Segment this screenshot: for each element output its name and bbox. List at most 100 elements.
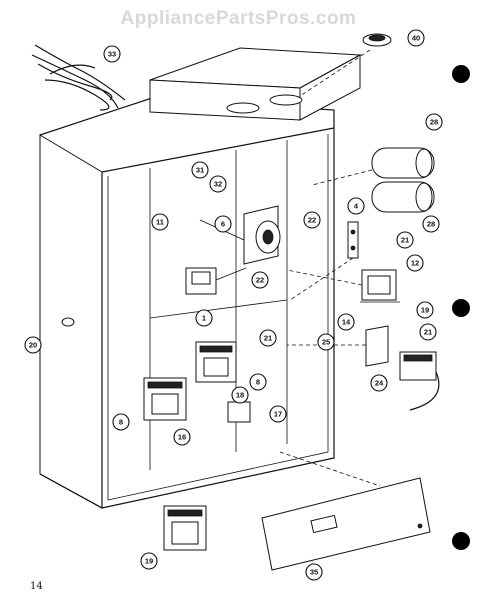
access-panel-screw (417, 523, 423, 529)
callout-12: 12 (406, 254, 424, 272)
access-panel (261, 477, 431, 571)
small-relay (227, 401, 251, 423)
capacitor-upper-end (415, 148, 433, 178)
contactor-upper (195, 341, 237, 383)
callout-14: 14 (337, 313, 355, 331)
top-cover-side (299, 54, 361, 121)
terminal-screw-1 (350, 229, 356, 235)
callout-circle (396, 231, 414, 249)
cabinet-front-frame (101, 128, 335, 509)
callout-label: 31 (196, 166, 204, 175)
cabinet (39, 97, 335, 509)
callout-1: 1 (195, 309, 213, 327)
callout-21: 21 (259, 329, 277, 347)
access-panel-window (310, 514, 338, 534)
callout-label: 21 (424, 328, 432, 337)
callout-35: 35 (305, 563, 323, 581)
callout-21: 21 (419, 323, 437, 341)
callout-label: 14 (342, 318, 351, 327)
callout-22: 22 (251, 271, 269, 289)
callout-24: 24 (370, 374, 388, 392)
callout-circle (231, 386, 249, 404)
binder-holes (452, 65, 470, 550)
callout-circle (251, 271, 269, 289)
thermostat-capillary (409, 371, 440, 411)
callout-circle (191, 161, 209, 179)
callout-circle (416, 301, 434, 319)
callout-label: 19 (145, 557, 153, 566)
callout-circle (112, 413, 130, 431)
spare-contactor-terminals (167, 509, 203, 517)
callout-28: 28 (422, 215, 440, 233)
callout-19: 19 (140, 552, 158, 570)
callout-label: 21 (264, 334, 272, 343)
panel-knockout (61, 317, 75, 327)
top-cover (149, 47, 362, 121)
motor-shaft (262, 229, 274, 245)
callout-8: 8 (112, 413, 130, 431)
callout-circle (347, 197, 365, 215)
harness-wire-5 (49, 64, 96, 75)
callout-circle (140, 552, 158, 570)
callout-circle (173, 428, 191, 446)
watermark: AppliancePartsPros.com (120, 8, 357, 29)
callout-label: 28 (430, 118, 438, 127)
callout-28: 28 (425, 113, 443, 131)
callout-circle (407, 29, 425, 47)
contactor-upper-coil (203, 357, 229, 377)
callout-20: 20 (24, 336, 42, 354)
contactor-lower-terminals (147, 381, 183, 389)
terminal-strip (347, 221, 359, 259)
callout-label: 21 (401, 236, 409, 245)
harness-wire-2 (31, 54, 119, 109)
binder-hole-top (452, 65, 470, 83)
callout-circle (209, 175, 227, 193)
terminal-strip-body (347, 221, 359, 259)
small-relay-body (227, 401, 251, 423)
callout-circle (425, 113, 443, 131)
leader-terminal (289, 257, 354, 301)
callout-32: 32 (209, 175, 227, 193)
callout-label: 6 (221, 220, 225, 229)
leader-capacitor (311, 169, 373, 186)
relay (185, 267, 217, 295)
leader-relay (215, 267, 247, 281)
callout-circle (337, 313, 355, 331)
callout-circle (305, 563, 323, 581)
callout-circle (103, 45, 121, 63)
cabinet-top-front (101, 127, 335, 173)
contactor-lower-coil (151, 393, 179, 415)
callout-circle (406, 254, 424, 272)
page-number: 14 (30, 581, 43, 592)
plug-button-center (368, 34, 386, 42)
callout-label: 40 (412, 34, 420, 43)
callout-label: 20 (29, 341, 37, 350)
callout-label: 12 (411, 259, 419, 268)
callout-11: 11 (151, 213, 169, 231)
callout-22: 22 (303, 211, 321, 229)
inner-shelf (149, 299, 288, 319)
callout-17: 17 (269, 405, 287, 423)
callout-circle (151, 213, 169, 231)
callout-circle (303, 211, 321, 229)
callout-label: 35 (310, 568, 318, 577)
callout-circle (370, 374, 388, 392)
callout-label: 8 (119, 418, 123, 427)
callout-circle (259, 329, 277, 347)
callout-4: 4 (347, 197, 365, 215)
callout-label: 22 (308, 216, 316, 225)
callout-label: 19 (421, 306, 429, 315)
transformer (360, 269, 400, 303)
binder-hole-bottom (452, 532, 470, 550)
cabinet-bottom (39, 473, 103, 509)
callout-label: 18 (236, 391, 244, 400)
capacitors (371, 147, 435, 213)
callout-label: 32 (214, 180, 222, 189)
callout-8: 8 (249, 373, 267, 391)
access-panel-body (261, 477, 431, 571)
callout-label: 4 (354, 202, 359, 211)
callout-circle (24, 336, 42, 354)
callout-label: 11 (156, 218, 164, 227)
capacitor-lower-end (415, 182, 433, 212)
